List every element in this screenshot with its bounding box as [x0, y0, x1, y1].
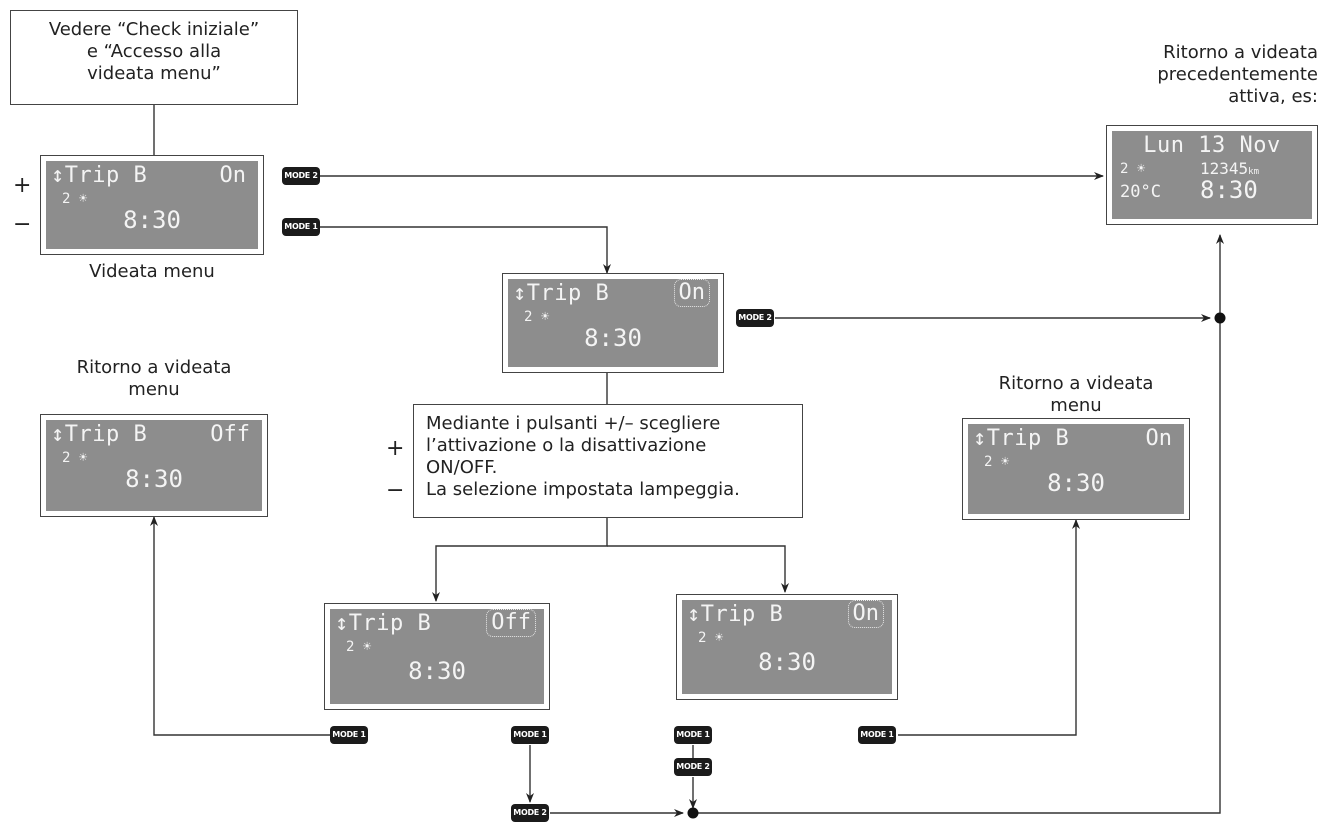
- connector-menu-mode1: [320, 226, 611, 274]
- return-menu-left-line-1: Ritorno a videata: [76, 357, 232, 378]
- return-menu-right-line-2: menu: [1050, 395, 1102, 416]
- minus-sign-instructions: −: [386, 478, 405, 503]
- off-blink-time: 8:30: [408, 657, 466, 685]
- mode2-button-bottom[interactable]: MODE 2: [511, 804, 549, 822]
- junction-dot-right: [1214, 312, 1226, 324]
- on-blink-time: 8:30: [758, 648, 816, 676]
- on-blink-status: On: [847, 600, 884, 628]
- menu-screen: ↕Trip B On 2 ☀ 8:30: [40, 155, 264, 255]
- mode2-button-on-stack[interactable]: MODE 2: [674, 758, 712, 776]
- on-blink-screen: ↕Trip B On 2 ☀ 8:30: [676, 594, 898, 700]
- plus-sign: +: [13, 173, 32, 198]
- blink-on-screen: ↕Trip B On 2 ☀ 8:30: [502, 273, 724, 373]
- instruction-line-2: l’attivazione o la disattivazione: [426, 435, 707, 456]
- mode1-button-off-down[interactable]: MODE 1: [511, 726, 549, 744]
- odometer-value: 12345: [1200, 159, 1249, 178]
- on-blink-row2: 2 ☀: [698, 630, 724, 646]
- blink-on-title: ↕Trip B: [513, 281, 610, 306]
- plus-sign-instructions: +: [386, 436, 405, 461]
- blink-on-row2: 2 ☀: [524, 309, 550, 325]
- blink-on-time: 8:30: [584, 324, 642, 352]
- off-screen-time: 8:30: [125, 465, 183, 493]
- off-screen-title: ↕Trip B: [51, 422, 148, 447]
- mode2-button-menu[interactable]: MODE 2: [282, 167, 320, 185]
- mode1-button-on-stack[interactable]: MODE 1: [674, 726, 712, 744]
- mode2-button-blink[interactable]: MODE 2: [736, 309, 774, 327]
- return-menu-left-line-2: menu: [128, 379, 180, 400]
- menu-screen-display: ↕Trip B On 2 ☀ 8:30: [46, 161, 258, 249]
- return-previous-line-3: attiva, es:: [1228, 86, 1318, 107]
- mode1-button-menu[interactable]: MODE 1: [282, 218, 320, 236]
- start-instruction-box: Vedere “Check iniziale” e “Accesso alla …: [10, 10, 298, 105]
- off-blink-title: ↕Trip B: [335, 611, 432, 636]
- start-line-1: Vedere “Check iniziale”: [48, 19, 260, 40]
- start-line-2: e “Accesso alla: [86, 41, 222, 62]
- off-blink-screen-display: ↕Trip B Off 2 ☀ 8:30: [330, 609, 544, 704]
- menu-screen-time: 8:30: [123, 206, 181, 234]
- previous-screen-date: Lun 13 Nov: [1143, 133, 1281, 158]
- connector-bottom-return: [693, 318, 1221, 814]
- connector-on-mode1: [898, 519, 1080, 736]
- minus-sign: −: [13, 212, 32, 237]
- menu-screen-row2: 2 ☀: [62, 191, 88, 207]
- previous-screen-odometer: 12345km: [1200, 159, 1259, 182]
- return-menu-left-label: Ritorno a videata menu: [40, 357, 268, 401]
- on-blink-screen-display: ↕Trip B On 2 ☀ 8:30: [682, 600, 892, 694]
- connector-instructions-split: [432, 518, 608, 602]
- previous-screen-temp: 20°C: [1120, 182, 1161, 202]
- on-screen-display: ↕Trip B On 2 ☀ 8:30: [968, 424, 1184, 514]
- off-blink-status: Off: [486, 609, 536, 637]
- start-line-3: videata menu”: [87, 63, 221, 84]
- on-screen-time: 8:30: [1047, 469, 1105, 497]
- on-screen-row2: 2 ☀: [984, 454, 1010, 470]
- off-blink-screen: ↕Trip B Off 2 ☀ 8:30: [324, 603, 550, 710]
- return-menu-right-label: Ritorno a videata menu: [962, 373, 1190, 417]
- return-menu-right-line-1: Ritorno a videata: [998, 373, 1154, 394]
- off-screen-row2: 2 ☀: [62, 450, 88, 466]
- return-previous-label: Ritorno a videata precedentemente attiva…: [1118, 42, 1318, 108]
- blink-on-status: On: [673, 279, 710, 307]
- off-screen: ↕Trip B Off 2 ☀ 8:30: [40, 414, 268, 517]
- blink-on-screen-display: ↕Trip B On 2 ☀ 8:30: [508, 279, 718, 367]
- off-blink-row2: 2 ☀: [346, 639, 372, 655]
- off-screen-display: ↕Trip B Off 2 ☀ 8:30: [46, 420, 262, 511]
- return-previous-line-2: precedentemente: [1157, 64, 1318, 85]
- return-previous-line-1: Ritorno a videata: [1163, 42, 1318, 63]
- on-screen: ↕Trip B On 2 ☀ 8:30: [962, 418, 1190, 520]
- instruction-line-3: ON/OFF.: [426, 457, 498, 478]
- connector-off-mode1: [150, 516, 330, 736]
- instruction-line-1: Mediante i pulsanti +/– scegliere: [426, 413, 721, 434]
- off-screen-status: Off: [210, 422, 250, 447]
- instruction-box: Mediante i pulsanti +/– scegliere l’atti…: [413, 404, 803, 518]
- menu-screen-caption: Videata menu: [89, 261, 215, 282]
- mode1-button-on-right[interactable]: MODE 1: [858, 726, 896, 744]
- menu-screen-title: ↕Trip B: [51, 163, 148, 188]
- menu-screen-status: On: [219, 163, 247, 188]
- mode1-button-off-left[interactable]: MODE 1: [330, 726, 368, 744]
- junction-dot-bottom: [687, 807, 699, 819]
- previous-screen-time: 8:30: [1200, 176, 1258, 204]
- odometer-unit: km: [1248, 167, 1260, 177]
- previous-screen: Lun 13 Nov 2 ☀ 12345km 20°C 8:30: [1106, 125, 1318, 225]
- on-blink-title: ↕Trip B: [687, 602, 784, 627]
- previous-screen-row2: 2 ☀: [1120, 161, 1146, 177]
- connector-instructions-split-right: [607, 545, 789, 593]
- on-screen-status: On: [1145, 426, 1173, 451]
- previous-screen-display: Lun 13 Nov 2 ☀ 12345km 20°C 8:30: [1112, 131, 1312, 219]
- instruction-line-4: La selezione impostata lampeggia.: [426, 479, 740, 500]
- on-screen-title: ↕Trip B: [973, 426, 1070, 451]
